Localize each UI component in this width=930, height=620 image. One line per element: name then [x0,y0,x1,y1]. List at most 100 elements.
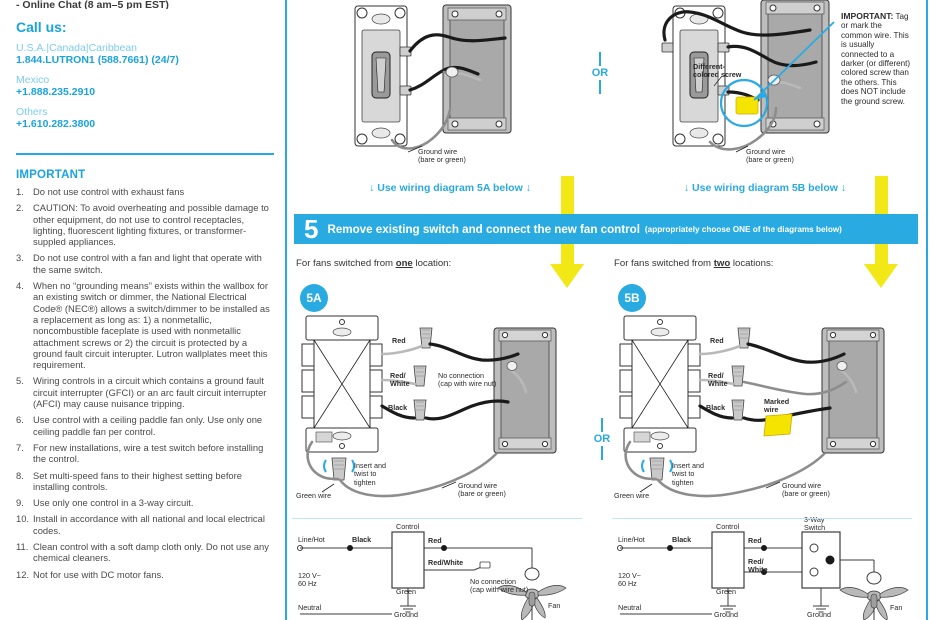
ground-wire-label-5b: Ground wire (bare or green) [782,481,830,499]
contact-mexico: Mexico +1.888.235.2910 [16,74,276,99]
or-label: OR [591,67,609,79]
different-colored-screw-label: Different- colored screw [693,62,742,80]
black-label-schematic-5a: Black [352,535,372,544]
or-divider-bottom: OR [582,418,622,460]
ground-label-5a: Ground [394,610,418,619]
list-item: 7.For new installations, wire a test swi… [16,442,276,465]
ground-wire-line1: Ground wire [418,147,458,156]
fan-label-5b: Fan [890,603,903,612]
wire-nut-black [731,399,745,421]
ground-wire-line2: (bare or green) [418,155,466,165]
different-screw-line2: colored screw [693,70,742,80]
list-item-text: Wiring controls in a circuit which conta… [33,375,267,410]
insert-line1: Insert and [672,461,704,470]
three-way-line2: Switch [804,523,826,533]
intro-prefix: For fans switched from [296,258,396,269]
list-item-text: Do not use control with a fan and light … [33,252,262,275]
section-divider-rule [16,153,274,155]
list-item-text: When no “grounding means” exists within … [33,280,270,371]
or-dash-lower [599,80,601,94]
call-us-heading: Call us: [16,19,67,35]
clipped-online-chat-line: - Online Chat (8 am–5 pm EST) [16,0,169,9]
contact-phone-number[interactable]: 1.844.LUTRON1 (588.7661) (24/7) [16,54,179,66]
list-item-text: CAUTION: To avoid overheating and possib… [33,202,269,248]
green-wire-label-5b: Green wire [614,491,650,500]
insert-line1: Insert and [354,461,386,470]
top-left-switch-diagram: Ground wire (bare or green) [300,0,585,175]
ground-wire-label-5a: Ground wire (bare or green) [458,481,506,499]
or-divider-top: OR [580,52,620,94]
black-label-5b: Black [706,403,726,412]
list-item-number: 6. [16,414,24,426]
marked-wire-line2: wire [764,405,779,415]
list-item-number: 8. [16,469,24,481]
red-label-schematic-5a: Red [428,536,442,545]
no-connection-line2: (cap with wire nut) [470,585,529,595]
ground-line1: Ground wire [782,481,822,490]
schematic-5a-svg [297,531,567,620]
top-right-switch-diagram: Different- colored screw Ground wire (ba… [618,0,918,175]
list-item-text: Use control with a ceiling paddle fan on… [33,414,263,437]
contact-phone-number[interactable]: +1.888.235.2910 [16,86,96,98]
red-white-label-5a: Red/ White [390,371,410,389]
red-white-line2: White [708,379,728,389]
wire-nut-red-white [731,365,745,387]
ceiling-fan-icon [497,585,567,620]
list-item: 6. Use control with a ceiling paddle fan … [16,414,276,437]
list-item: 10.Install in accordance with all nation… [16,513,276,536]
control-label-5a: Control [396,522,420,531]
line-hot-label-5b: Line/Hot [618,535,645,544]
list-item-text: For new installations, wire a test switc… [33,441,264,465]
list-item-number: 10. [16,513,30,525]
list-item-text: Set multi-speed fans to their highest se… [33,469,242,492]
red-white-line2: White [390,379,410,389]
ground-line1: Ground wire [458,481,498,490]
column-divider-right [926,0,928,620]
red-white-line1: Red/ [708,371,724,380]
diagram-5a-illustration: Red Red/ White Black No connection (cap … [296,310,586,510]
voltage-line1: 120 V~ [618,571,641,580]
red-label-schematic-5b: Red [748,536,762,545]
important-callout-top-right: IMPORTANT: Tag or mark the common wire. … [841,11,913,106]
or-label: OR [593,433,611,445]
contact-phone-number[interactable]: +1.610.282.3800 [16,118,96,130]
list-item-text: Install in accordance with all national … [33,513,265,536]
badge-5b: 5B [618,284,646,312]
important-callout-body: Tag or mark the common wire. This is usu… [841,12,911,106]
control-label-5b: Control [716,522,740,531]
schematic-top-rule-5a [292,518,582,519]
list-item-number: 4. [16,280,24,292]
left-column: - Online Chat (8 am–5 pm EST) Call us: U… [0,0,286,620]
list-item-number: 3. [16,252,24,264]
insert-line3: tighten [672,477,694,487]
different-screw-line1: Different- [693,62,725,71]
schematic-top-rule-5b [612,518,912,519]
arrow-head [550,264,584,288]
use-diagram-5b-caption: ↓ Use wiring diagram 5B below ↓ [683,182,847,194]
list-item-text: Do not use control with exhaust fans [33,186,185,197]
ground-wire-nut [331,457,347,481]
list-item-text: Use only one control in a 3-way circuit. [33,497,194,509]
list-item-number: 9. [16,497,24,509]
ground-wire-line1: Ground wire [746,147,786,156]
green-label-5b: Green [716,587,736,596]
red-white-line1: Red/ [748,557,764,566]
red-label-5a: Red [392,336,406,345]
intro-emphasis: two [713,258,731,269]
contact-others: Others +1.610.282.3800 [16,106,276,131]
ground-wire-line2: (bare or green) [746,155,794,165]
contact-usa: U.S.A.|Canada|Caribbean 1.844.LUTRON1 (5… [16,42,276,67]
arrow-head [864,264,898,288]
insert-line2: twist to [672,469,695,479]
red-white-label-5b: Red/ White [708,371,728,389]
no-connection-label-5a: No connection (cap with wire nut) [438,371,496,389]
list-item: 4. When no “grounding means” exists withi… [16,280,276,370]
red-white-line2: White [748,565,768,575]
ground-label-5b: Ground [714,610,738,619]
no-connection-line1: No connection [470,577,516,586]
three-way-switch-label: 3-Way Switch [804,515,826,533]
schematic-5b: Line/Hot Black Control Red Red/ White 3-… [612,515,912,620]
fan-label-5a: Fan [548,601,561,610]
list-item: 9. Use only one control in a 3-way circui… [16,497,276,508]
